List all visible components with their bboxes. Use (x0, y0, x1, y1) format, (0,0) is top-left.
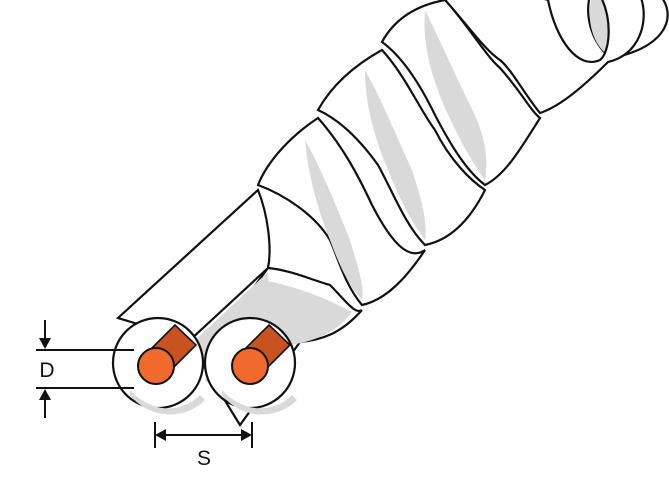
dimension-s-label: S (197, 447, 211, 470)
twist-lobe (256, 116, 426, 307)
conductor-right-face (231, 347, 269, 385)
dimension-d-label: D (39, 359, 54, 382)
conductor-left-face (137, 347, 175, 385)
twist-lobe (443, 0, 645, 115)
dimension-d: D (36, 320, 134, 418)
twist-lobe (380, 0, 542, 187)
twist-lobe (316, 48, 487, 247)
wire-end-left (111, 316, 205, 415)
twisted-insulation (256, 0, 669, 307)
dimension-s: S (154, 422, 253, 470)
wire-end-right (203, 316, 297, 415)
